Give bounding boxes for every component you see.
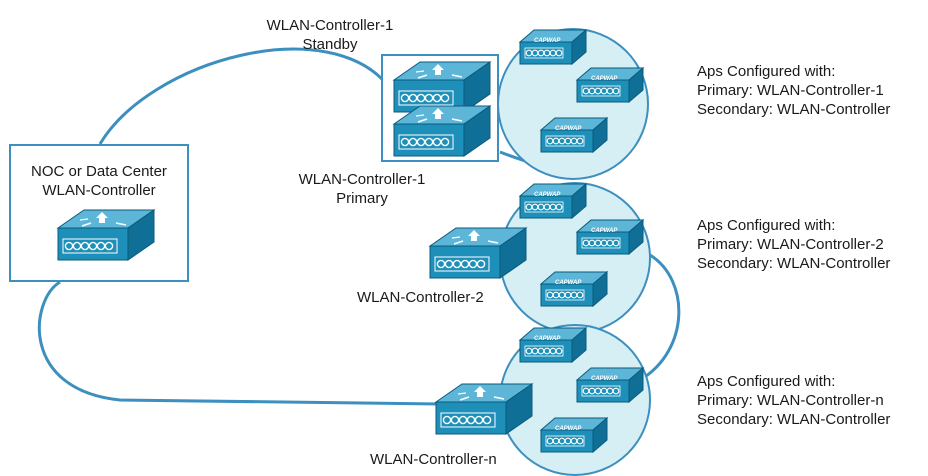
access-point-icon <box>576 219 644 255</box>
controllern-label: WLAN-Controller-n <box>370 451 497 468</box>
controller1-standby-name: WLAN-Controller-1 <box>266 17 394 34</box>
controller1-primary-icon <box>393 105 491 157</box>
access-point-icon <box>576 367 644 403</box>
ap-config-secondary: Secondary: WLAN-Controller <box>697 101 891 118</box>
ap-config-group-n: Aps Configured with: Primary: WLAN-Contr… <box>697 372 890 429</box>
controller1-primary-name: WLAN-Controller-1 <box>298 171 426 188</box>
ap-config-primary: Primary: WLAN-Controller-1 <box>697 82 884 99</box>
ap-capwap-label: CAPWAP <box>555 126 582 132</box>
controller2-icon <box>429 227 527 279</box>
ap-capwap-label: CAPWAP <box>534 192 561 198</box>
ap-capwap-label: CAPWAP <box>591 76 618 82</box>
ap-config-heading: Aps Configured with: <box>697 373 836 390</box>
controller1-primary-label: WLAN-Controller-1 Primary <box>292 170 432 208</box>
access-point-icon <box>519 29 587 65</box>
ap-config-secondary: Secondary: WLAN-Controller <box>697 255 891 272</box>
ap-config-group-1: Aps Configured with: Primary: WLAN-Contr… <box>697 62 890 119</box>
ap-config-group-2: Aps Configured with: Primary: WLAN-Contr… <box>697 216 890 273</box>
ap-config-primary: Primary: WLAN-Controller-2 <box>697 236 884 253</box>
access-point-icon <box>540 271 608 307</box>
ap-config-secondary: Secondary: WLAN-Controller <box>697 411 891 428</box>
controller1-standby-role: Standby <box>302 36 358 53</box>
noc-title-line1: NOC or Data Center <box>31 163 167 180</box>
access-point-icon <box>519 183 587 219</box>
ap-capwap-label: CAPWAP <box>591 228 618 234</box>
controller1-primary-role: Primary <box>336 190 388 207</box>
noc-controller-icon <box>57 209 155 261</box>
ap-config-heading: Aps Configured with: <box>697 63 836 80</box>
ap-capwap-label: CAPWAP <box>555 280 582 286</box>
controllern-icon <box>435 383 533 435</box>
access-point-icon <box>519 327 587 363</box>
ap-config-primary: Primary: WLAN-Controller-n <box>697 392 884 409</box>
access-point-icon <box>540 417 608 453</box>
ap-capwap-label: CAPWAP <box>534 336 561 342</box>
noc-title-line2: WLAN-Controller <box>42 182 156 199</box>
controller1-standby-label: WLAN-Controller-1 Standby <box>260 16 400 54</box>
ap-capwap-label: CAPWAP <box>534 38 561 44</box>
ap-capwap-label: CAPWAP <box>555 426 582 432</box>
access-point-icon <box>576 67 644 103</box>
noc-title: NOC or Data Center WLAN-Controller <box>9 162 189 200</box>
controller2-label: WLAN-Controller-2 <box>357 289 484 306</box>
ap-config-heading: Aps Configured with: <box>697 217 836 234</box>
ap-capwap-label: CAPWAP <box>591 376 618 382</box>
access-point-icon <box>540 117 608 153</box>
